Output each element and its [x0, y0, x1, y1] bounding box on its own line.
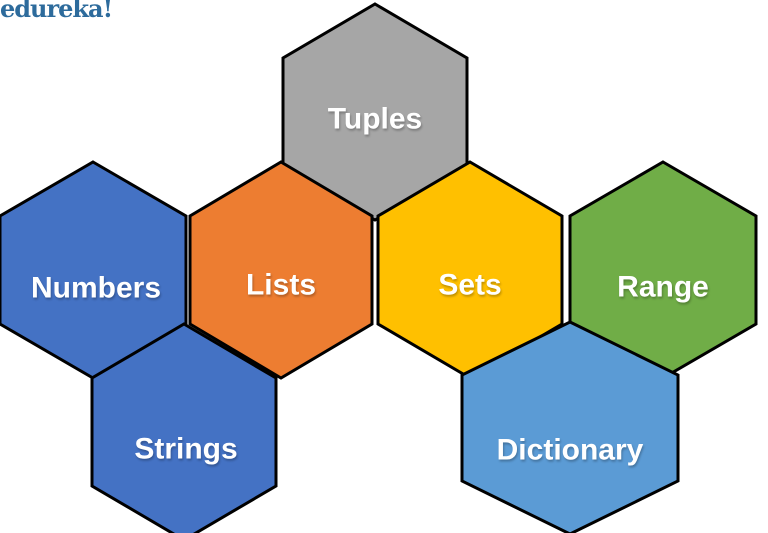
hexagon-dictionary-label: Dictionary [497, 434, 644, 467]
edureka-logo: edureka! [0, 0, 113, 23]
hexagon-tuples-shape [281, 2, 469, 222]
hexagon-lists-shape [188, 160, 374, 380]
hexagon-tuples-label: Tuples [328, 103, 422, 136]
hexagon-range-label: Range [617, 271, 709, 304]
hexagon-lists-label: Lists [246, 269, 316, 302]
hexagon-sets: Sets [376, 160, 564, 380]
hexagon-numbers: Numbers [0, 160, 188, 380]
hexagon-lists: Lists [188, 160, 374, 380]
hexagon-strings: Strings [90, 322, 278, 533]
hexagon-strings-shape [90, 322, 278, 533]
hexagon-dictionary-shape [460, 320, 680, 533]
hexagon-numbers-label: Numbers [31, 272, 161, 305]
hexagon-sets-label: Sets [438, 269, 501, 302]
hexagon-strings-label: Strings [134, 433, 237, 466]
hexagon-dictionary: Dictionary [460, 320, 680, 533]
hexagon-tuples: Tuples [281, 2, 469, 222]
